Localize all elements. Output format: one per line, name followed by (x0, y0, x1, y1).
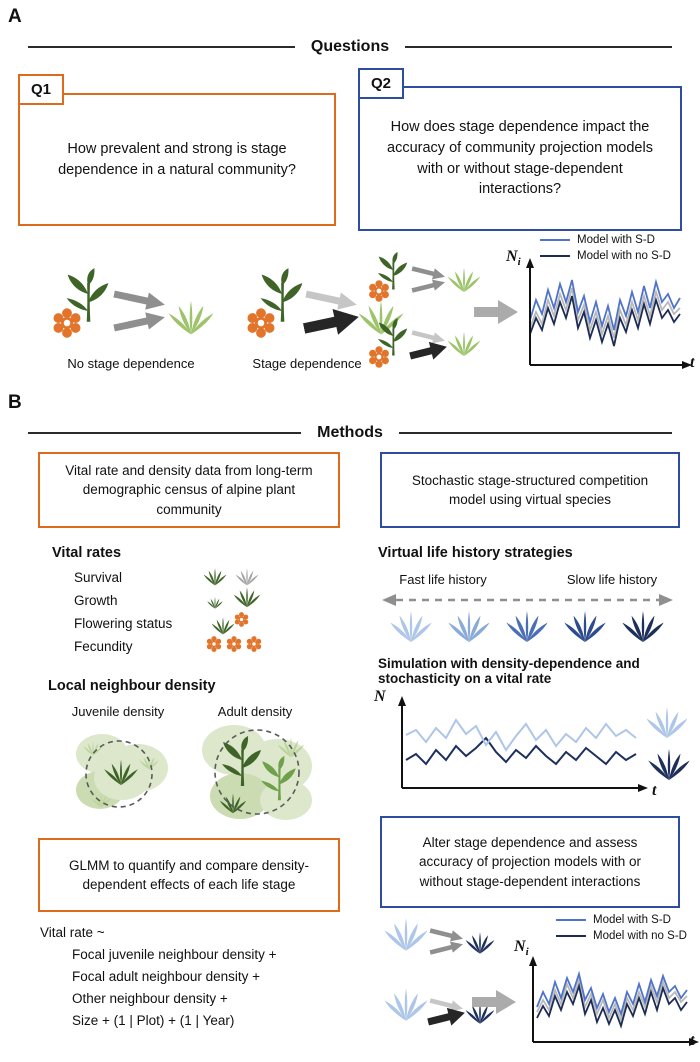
vital-rate-item: Growth (74, 593, 118, 608)
vital-rate-item: Fecundity (74, 639, 133, 654)
x-axis-label: t (690, 354, 695, 371)
legend-item-with-sd: Model with S-D (556, 914, 687, 926)
formula-line: Other neighbour density + (72, 991, 228, 1006)
vital-rate-item: Flowering status (74, 616, 173, 631)
legend-line-navy-icon (540, 255, 570, 257)
fecundity-flowers-icon (206, 636, 262, 652)
seedling-icon (447, 331, 481, 357)
gray-arrow-icon (410, 276, 447, 297)
sim-x-axis-label: t (652, 782, 657, 799)
flowering-plant-icon (211, 612, 249, 635)
simulation-chart (398, 696, 648, 792)
seedling-icon (168, 300, 214, 335)
juvenile-density-cluster-icon (76, 734, 168, 809)
divider-line (398, 432, 672, 434)
q1-box: How prevalent and strong is stage depend… (18, 93, 336, 226)
virtual-species-icon (384, 988, 428, 1021)
adult-plant-icon (247, 268, 303, 338)
timeseries-chart (526, 258, 692, 369)
virtual-species-icon (448, 611, 490, 643)
data-source-box: Vital rate and density data from long-te… (38, 452, 340, 528)
gray-arrow-icon (112, 308, 167, 337)
adult-plant-icon (369, 252, 408, 302)
adult-density-label: Adult density (217, 704, 293, 719)
formula-intro: Vital rate ~ (40, 925, 105, 940)
virtual-species-icon (384, 918, 428, 951)
virtual-species-icon (564, 611, 606, 643)
legend-label: Model with no S-D (593, 930, 687, 942)
divider-line (28, 46, 295, 48)
strategies-heading: Virtual life history strategies (378, 545, 573, 561)
formula-line: Focal juvenile neighbour density + (72, 947, 277, 962)
methods-section-title: Methods (28, 424, 672, 442)
virtual-species-icon (390, 611, 432, 643)
data-source-text: Vital rate and density data from long-te… (65, 463, 313, 517)
questions-section-title: Questions (28, 38, 673, 56)
no-stage-dependence-caption: No stage dependence (67, 356, 195, 371)
sim-y-axis-label: N (374, 688, 386, 705)
local-density-heading: Local neighbour density (48, 678, 216, 694)
seedling-icon (447, 267, 481, 293)
alter-stage-box: Alter stage dependence and assess accura… (380, 816, 680, 908)
virtual-species-icon (646, 707, 688, 739)
panel-a-label: A (8, 6, 22, 27)
virtual-species-icon (648, 749, 690, 781)
q1-text: How prevalent and strong is stage depend… (58, 140, 296, 178)
section-title-text: Methods (317, 424, 383, 441)
vital-rate-item: Survival (74, 570, 123, 585)
q2-text: How does stage dependence impact the acc… (387, 119, 653, 198)
virtual-species-icon (465, 932, 495, 954)
legend-line-blue-icon (556, 919, 586, 921)
alter-stage-text: Alter stage dependence and assess accura… (418, 835, 642, 889)
formula-line: Size + (1 | Plot) + (1 | Year) (72, 1013, 235, 1028)
growth-plants-icon (207, 587, 261, 609)
x-axis-label: t (690, 1032, 695, 1049)
stochastic-model-text: Stochastic stage-structured competition … (411, 472, 649, 507)
adult-density-cluster-icon (202, 725, 312, 820)
section-title-text: Questions (310, 38, 390, 55)
fast-life-history-label: Fast life history (399, 572, 487, 587)
formula-line: Focal adult neighbour density + (72, 969, 260, 984)
model-legend: Model with S-D Model with no S-D (556, 914, 687, 942)
y-axis-label: Ni (506, 248, 521, 269)
legend-item-with-sd: Model with S-D (540, 234, 671, 246)
virtual-species-icon (506, 611, 548, 643)
adult-plant-icon (53, 268, 109, 338)
slow-life-history-label: Slow life history (566, 572, 658, 587)
q1-tag: Q1 (18, 74, 64, 105)
glmm-text: GLMM to quantify and compare density-dep… (68, 857, 310, 892)
vital-rates-heading: Vital rates (52, 545, 122, 561)
legend-label: Model with no S-D (577, 250, 671, 262)
adult-plant-icon (369, 318, 408, 368)
timeseries-chart (529, 956, 699, 1046)
survival-plants-icon (203, 568, 259, 586)
stage-dependence-caption: Stage dependence (252, 356, 362, 371)
fast-slow-axis-arrow-icon (382, 594, 673, 606)
legend-label: Model with S-D (593, 914, 671, 926)
divider-line (28, 432, 302, 434)
y-axis-label: Ni (514, 938, 529, 959)
panel-b-label: B (8, 392, 22, 413)
legend-label: Model with S-D (577, 234, 655, 246)
stochastic-model-box: Stochastic stage-structured competition … (380, 452, 680, 528)
model-legend: Model with S-D Model with no S-D (540, 234, 671, 262)
legend-line-blue-icon (540, 239, 570, 241)
simulation-heading: Simulation with density-dependence and s… (378, 656, 640, 686)
legend-item-no-sd: Model with no S-D (556, 930, 687, 942)
legend-line-navy-icon (556, 935, 586, 937)
juvenile-density-label: Juvenile density (71, 704, 165, 719)
virtual-species-icon (622, 611, 664, 643)
q2-box: How does stage dependence impact the acc… (358, 86, 682, 231)
legend-item-no-sd: Model with no S-D (540, 250, 671, 262)
q2-tag: Q2 (358, 68, 404, 99)
gray-arrow-icon (428, 938, 465, 959)
glmm-box: GLMM to quantify and compare density-dep… (38, 838, 340, 912)
divider-line (405, 46, 673, 48)
